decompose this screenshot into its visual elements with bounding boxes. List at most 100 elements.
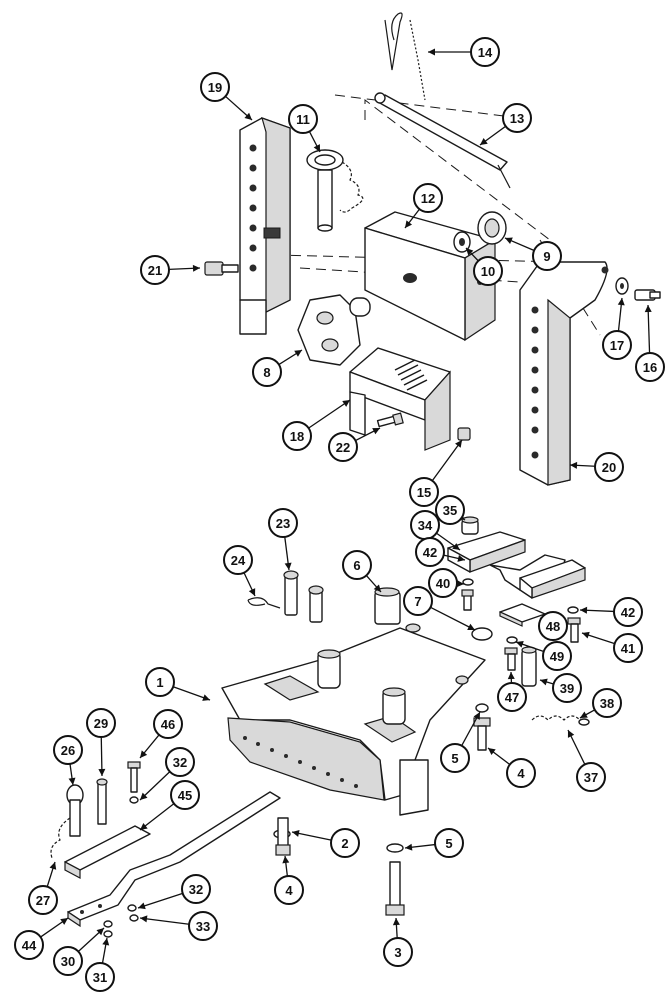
leader-arrowhead-42a xyxy=(457,555,465,562)
leader-arrowhead-4a xyxy=(488,748,496,756)
callout-20: 20 xyxy=(594,452,624,482)
washer-49 xyxy=(506,636,518,644)
clip-pin-14 xyxy=(384,12,426,101)
callout-46: 46 xyxy=(153,709,183,739)
frame-34 xyxy=(447,531,586,599)
bolt-16 xyxy=(634,289,661,301)
pins-23 xyxy=(283,570,324,623)
chain-38 xyxy=(531,715,590,726)
callout-circle xyxy=(268,508,298,538)
callout-number: 1 xyxy=(156,675,163,690)
bolt-22 xyxy=(376,412,404,428)
callout-number: 37 xyxy=(584,770,598,785)
callout-number: 14 xyxy=(478,45,493,60)
callout-circle xyxy=(506,758,536,788)
leader-arrowhead-23 xyxy=(284,562,292,570)
callout-circle xyxy=(403,586,433,616)
callout-circle xyxy=(145,667,175,697)
leader-lines xyxy=(40,48,652,964)
callout-17: 17 xyxy=(602,330,632,360)
leader-arrowhead-19 xyxy=(244,112,252,120)
leader-arrowhead-38 xyxy=(580,711,588,718)
callout-circle xyxy=(613,633,643,663)
leader-line-16 xyxy=(647,304,651,354)
callout-circle xyxy=(170,780,200,810)
callout-40: 40 xyxy=(428,568,458,598)
callout-8: 8 xyxy=(252,357,282,387)
callout-circle xyxy=(538,611,568,641)
callout-42b: 42 xyxy=(613,597,643,627)
leader-arrowhead-10 xyxy=(466,248,474,256)
leader-arrowhead-5a xyxy=(473,712,480,720)
leader-arrowhead-12 xyxy=(405,220,413,228)
callout-34: 34 xyxy=(410,510,440,540)
leader-arrowhead-11 xyxy=(313,144,320,152)
callout-circle xyxy=(409,477,439,507)
callout-35: 35 xyxy=(435,495,465,525)
callout-number: 5 xyxy=(445,836,452,851)
callout-circle xyxy=(435,495,465,525)
leader-line-32b xyxy=(137,892,183,909)
callout-number: 9 xyxy=(543,249,550,264)
callout-circle xyxy=(428,568,458,598)
leader-arrowhead-22 xyxy=(372,428,380,435)
washer-17 xyxy=(615,277,629,295)
callout-circle xyxy=(635,352,665,382)
nut-31 xyxy=(103,930,113,938)
callout-13: 13 xyxy=(502,103,532,133)
assembly-hidden-lines xyxy=(274,94,601,336)
bolt-4-bottom xyxy=(275,817,291,856)
callout-circle xyxy=(592,688,622,718)
leader-arrowhead-16 xyxy=(644,305,652,313)
leader-arrowhead-29 xyxy=(98,768,106,776)
leader-line-7 xyxy=(430,606,476,631)
callout-circle xyxy=(497,682,527,712)
callout-circle xyxy=(602,330,632,360)
callout-30: 30 xyxy=(53,946,83,976)
callout-number: 2 xyxy=(341,836,348,851)
drawbar-44 xyxy=(67,791,281,928)
callout-number: 20 xyxy=(602,460,616,475)
callout-number: 30 xyxy=(61,954,75,969)
callout-33: 33 xyxy=(188,911,218,941)
callout-number: 5 xyxy=(451,751,458,766)
callout-23: 23 xyxy=(268,508,298,538)
callout-number: 29 xyxy=(94,716,108,731)
leader-arrowhead-7 xyxy=(467,623,475,630)
leader-arrowhead-3 xyxy=(392,918,400,926)
callout-number: 38 xyxy=(600,696,614,711)
callout-circle xyxy=(594,452,624,482)
washer-30 xyxy=(103,920,113,928)
leader-arrowhead-18 xyxy=(342,400,350,407)
bolt-3 xyxy=(385,861,405,916)
callout-47: 47 xyxy=(497,682,527,712)
callout-4b: 4 xyxy=(274,875,304,905)
callout-3: 3 xyxy=(383,937,413,967)
callout-4a: 4 xyxy=(506,758,536,788)
callout-circle xyxy=(53,946,83,976)
callout-circle xyxy=(181,874,211,904)
callout-circle xyxy=(14,930,44,960)
callout-number: 21 xyxy=(148,263,162,278)
callout-number: 3 xyxy=(394,945,401,960)
callout-number: 44 xyxy=(22,938,37,953)
left-vertical-bracket xyxy=(239,117,291,335)
callout-circle xyxy=(576,762,606,792)
callout-number: 40 xyxy=(436,576,450,591)
callout-number: 12 xyxy=(421,191,435,206)
callout-circle xyxy=(542,641,572,671)
long-pin-13 xyxy=(374,92,511,189)
callout-circle xyxy=(153,709,183,739)
callout-number: 7 xyxy=(414,594,421,609)
hitch-block-12 xyxy=(364,211,496,342)
leader-arrowhead-44 xyxy=(60,918,68,925)
callout-circle xyxy=(188,911,218,941)
callout-number: 16 xyxy=(643,360,657,375)
callout-circle xyxy=(502,103,532,133)
callout-number: 26 xyxy=(61,743,75,758)
leader-arrowhead-49 xyxy=(516,640,524,648)
pin-26 xyxy=(50,784,84,859)
callout-circle xyxy=(434,828,464,858)
callout-number: 17 xyxy=(610,338,624,353)
